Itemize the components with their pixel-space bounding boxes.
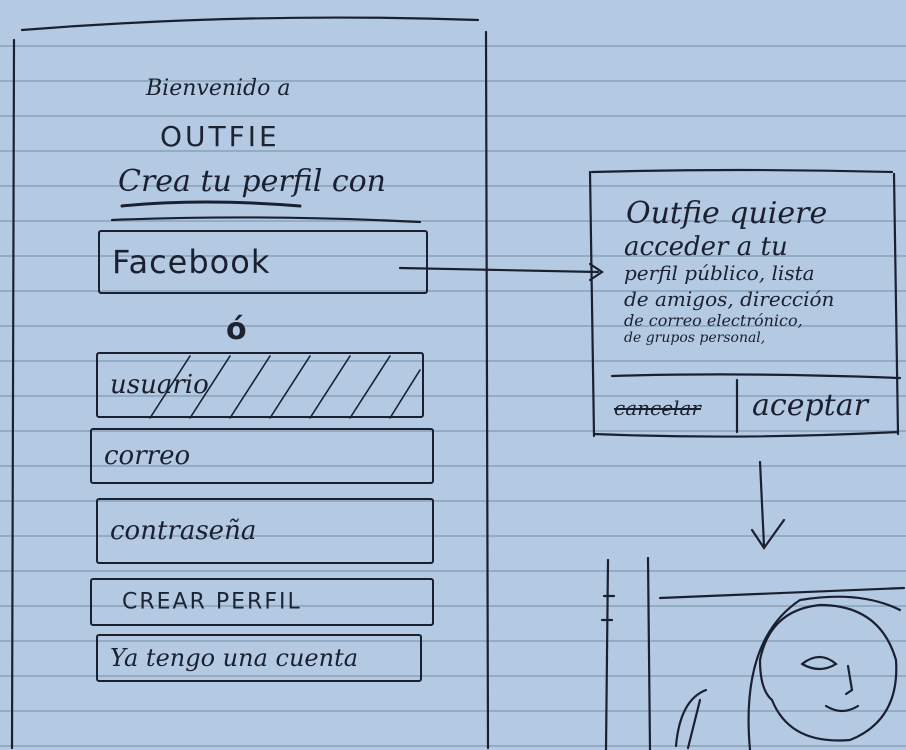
cancel-button[interactable]: cancelar [614,396,701,420]
username-field[interactable]: usuario [96,352,424,418]
email-field[interactable]: correo [90,428,434,484]
phone-2-bottom-edge [592,430,900,438]
email-field-label: correo [104,441,191,471]
have-account-link[interactable]: Ya tengo una cuenta [96,634,422,682]
phone-3-left-edge [604,558,610,750]
nose-sketch [844,664,854,696]
dialog-button-separator [610,373,902,380]
phone-3-top-line [658,586,906,600]
phone-2-top-edge [590,168,894,174]
face-sketch [758,603,898,742]
username-hatching [149,355,421,419]
permission-text: acceder a tu perfil público, lista de am… [624,234,892,346]
phone-2-left-edge [588,170,596,438]
or-separator: ó [226,312,247,347]
phone-3-inner-edge [646,556,652,750]
create-profile-prompt: Crea tu perfil con [118,164,387,199]
strikethrough-scribble [120,200,302,208]
facebook-button[interactable]: Facebook [98,230,428,294]
phone-1-left-edge [10,38,16,750]
phone-2-right-edge [892,172,900,436]
permission-line: de grupos personal, [624,330,766,346]
phone-1-top-edge [20,16,480,32]
welcome-text: Bienvenido a [146,76,291,101]
app-title: OUTFIE [160,120,280,153]
eye-sketch [800,655,838,671]
password-field[interactable]: contraseña [96,498,434,564]
have-account-link-label: Ya tengo una cuenta [110,644,359,672]
permission-line: de amigos, dirección [624,287,835,311]
phone-3-marks [600,594,616,622]
permission-title: Outfie quiere [626,196,828,231]
facebook-button-label: Facebook [112,243,271,281]
down-arrow-line [758,460,766,548]
down-arrow-head [750,518,786,550]
username-field-label: usuario [110,370,209,400]
phone-1-right-edge [484,30,490,750]
create-profile-button[interactable]: CREAR PERFIL [90,578,434,626]
hair-sketch [747,595,902,750]
mouth-sketch [824,704,860,713]
arrow-line [398,266,600,274]
shoulder-sketch [674,688,708,750]
create-profile-button-label: CREAR PERFIL [122,589,302,615]
arrow-head [588,262,604,282]
permission-line: de correo electrónico, [624,311,803,330]
title-underline [110,216,422,224]
password-field-label: contraseña [110,516,257,546]
permission-line: acceder a tu [624,232,788,262]
accept-button[interactable]: aceptar [752,388,868,423]
permission-line: perfil público, lista [624,261,815,285]
